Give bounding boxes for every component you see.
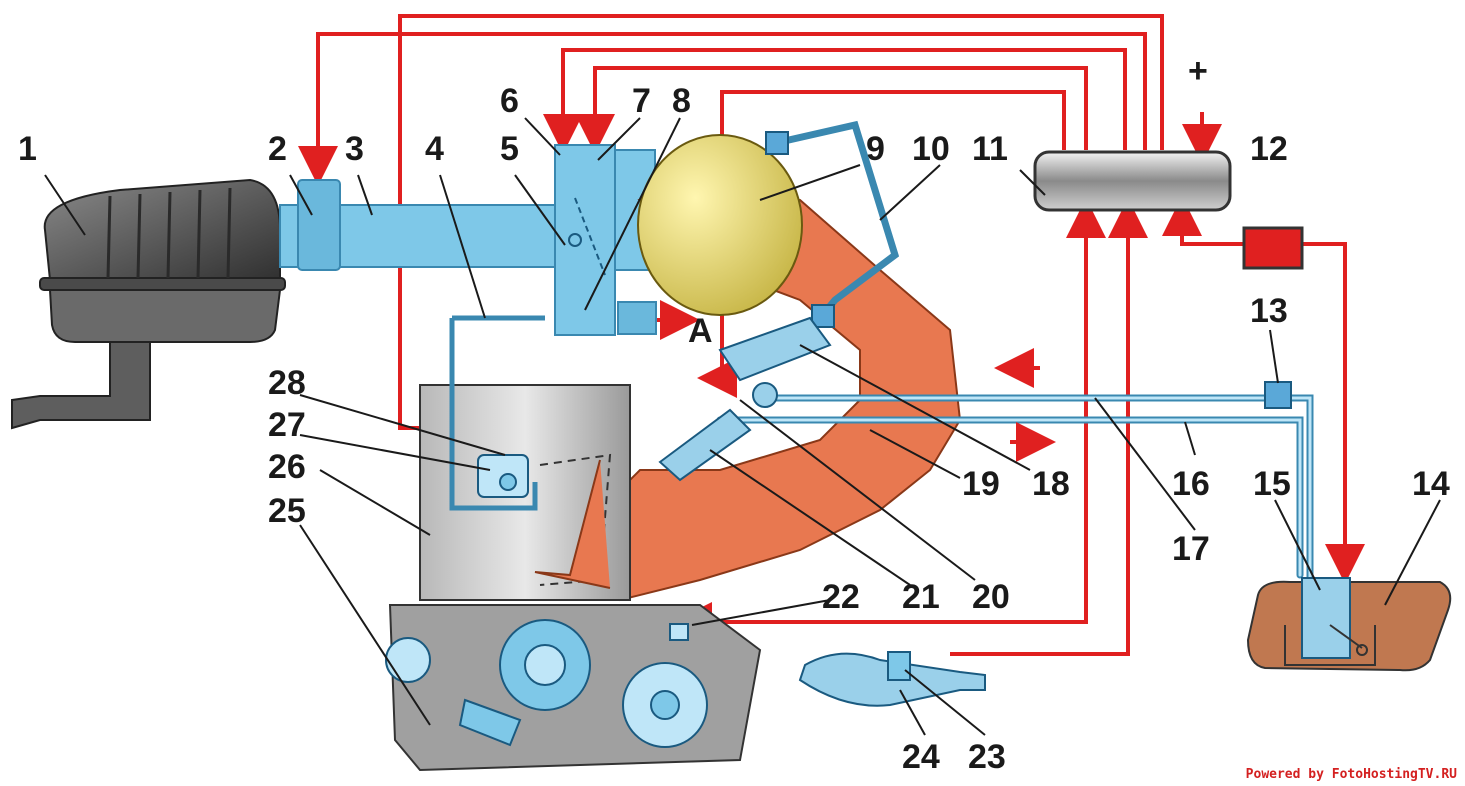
label-19: 19 [962, 465, 1000, 503]
label-1: 1 [18, 130, 37, 168]
fuel-pump [1301, 577, 1351, 659]
throttle-sensor-assembly [798, 651, 986, 707]
wire-sensor-2 [298, 32, 1147, 186]
ecu [1033, 150, 1232, 212]
label-4: 4 [425, 130, 444, 168]
label-10: 10 [912, 130, 950, 168]
label-21: 21 [902, 578, 940, 616]
label-22: 22 [822, 578, 860, 616]
idle-valve [617, 301, 657, 335]
watermark: Powered by FotoHostingTV.RU [1245, 767, 1457, 782]
label-plus: + [1188, 52, 1208, 90]
fuel-filter [1264, 381, 1292, 409]
label-25: 25 [268, 492, 306, 530]
label-a: A [688, 312, 713, 350]
label-28: 28 [268, 364, 306, 402]
fuel-rail [658, 316, 832, 482]
label-27: 27 [268, 406, 306, 444]
throttle-body [554, 144, 657, 336]
injector [658, 408, 752, 482]
leader-lines [44, 117, 1441, 736]
label-17: 17 [1172, 530, 1210, 568]
label-11: 11 [972, 130, 1008, 168]
label-6: 6 [500, 82, 519, 120]
flow-arrows [994, 348, 1056, 462]
crankshaft-sensor [669, 623, 689, 641]
label-16: 16 [1172, 465, 1210, 503]
wire-sensor-7 [575, 66, 1088, 154]
wire-sensor-23 [950, 210, 1130, 656]
wire-pump-18 [697, 90, 1066, 398]
wire-up-arrows [1066, 198, 1148, 250]
wire-sensor-22 [672, 210, 1088, 642]
label-5: 5 [500, 130, 519, 168]
wire-sensor-6 [543, 48, 1127, 154]
label-2: 2 [268, 130, 287, 168]
label-24: 24 [902, 738, 940, 776]
label-9: 9 [866, 130, 885, 168]
label-23: 23 [968, 738, 1006, 776]
label-14: 14 [1412, 465, 1450, 503]
label-3: 3 [345, 130, 364, 168]
wire-relay-12 [1162, 196, 1244, 246]
label-8: 8 [672, 82, 691, 120]
label-20: 20 [972, 578, 1010, 616]
label-12: 12 [1250, 130, 1288, 168]
fuel-tank [1246, 577, 1452, 672]
air-temp-sensor [297, 179, 341, 271]
label-13: 13 [1250, 292, 1288, 330]
air-filter [11, 178, 286, 430]
wiring-harness [298, 14, 1365, 656]
label-15: 15 [1253, 465, 1291, 503]
receiver [637, 134, 803, 316]
label-7: 7 [632, 82, 651, 120]
label-26: 26 [268, 448, 306, 486]
wire-pump-14 [1302, 242, 1365, 584]
callout-labels: 1 2 3 4 5 6 7 8 9 10 11 12 13 14 15 16 1… [18, 52, 1450, 776]
air-duct [279, 179, 566, 271]
relay [1242, 226, 1304, 270]
label-18: 18 [1032, 465, 1070, 503]
